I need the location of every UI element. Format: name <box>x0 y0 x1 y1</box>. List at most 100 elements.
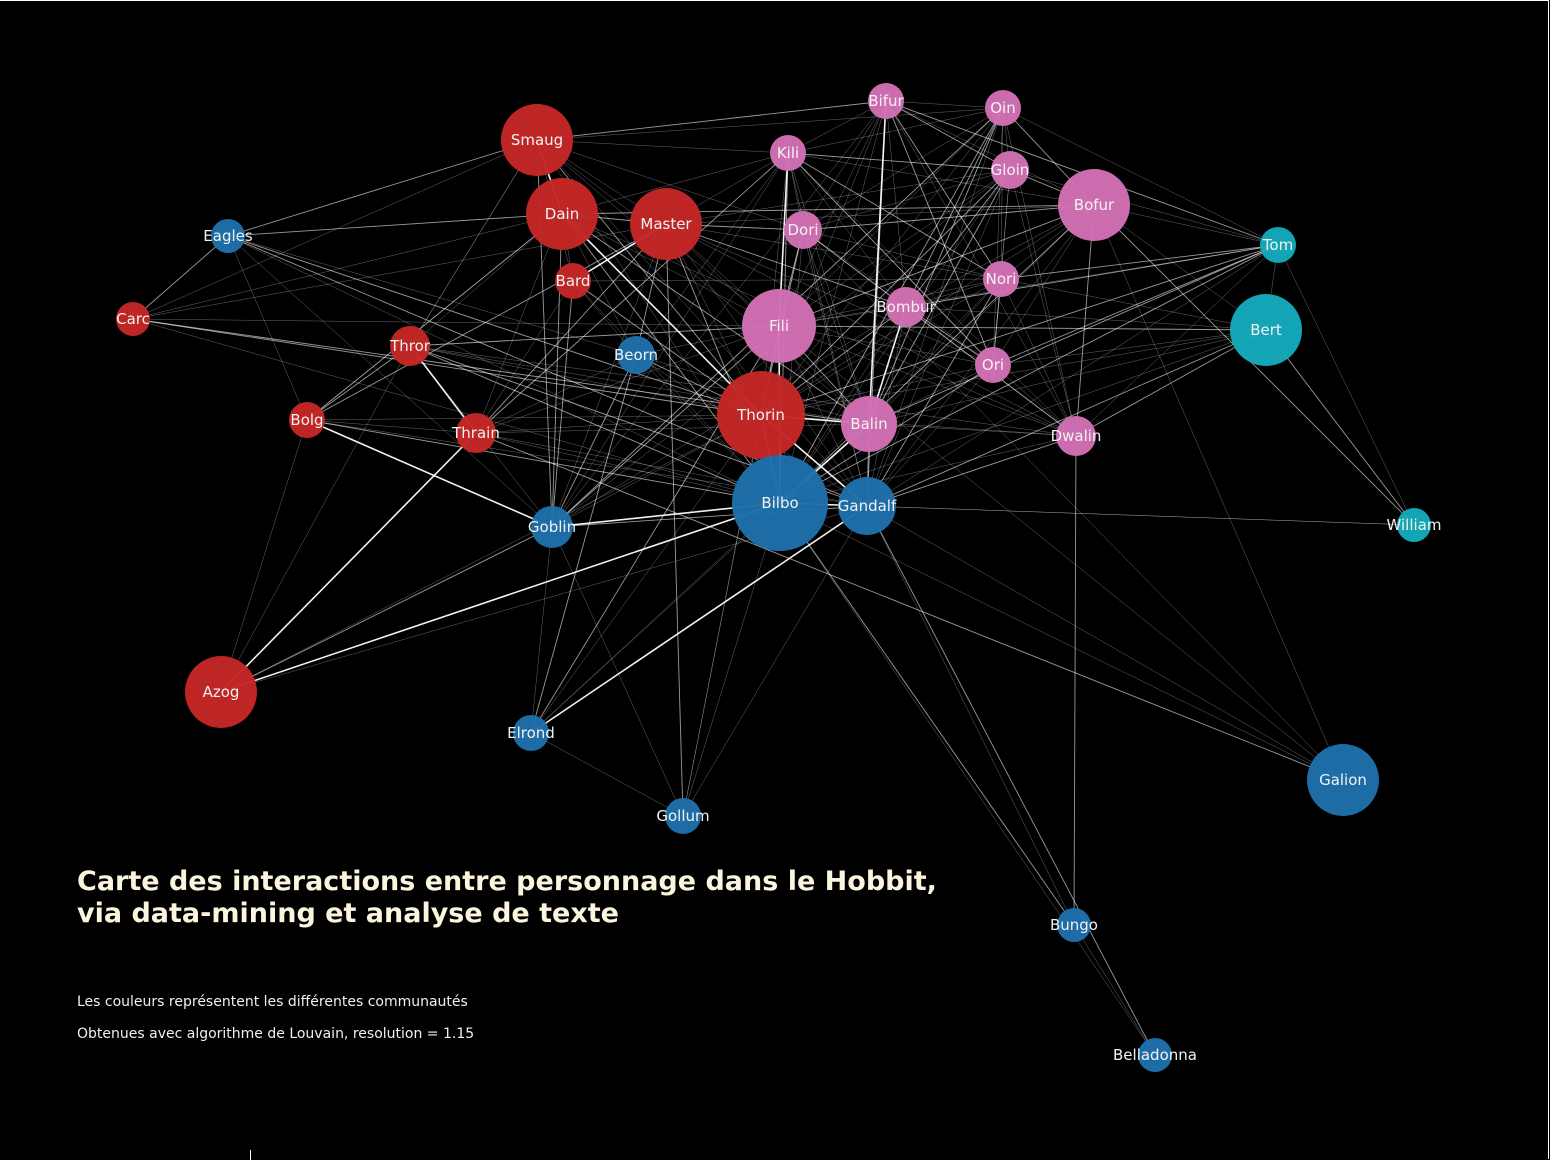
edge-gandalf-galion <box>866 505 1344 781</box>
edge-thrain-balin <box>475 423 870 434</box>
edge-bilbo-bofur <box>779 204 1095 504</box>
node-label: Smaug <box>511 131 563 149</box>
edge-bifur-dori <box>802 100 887 231</box>
node-circle <box>784 211 822 249</box>
edge-dwalin-bert <box>1075 329 1267 437</box>
node-bert: Bert <box>1230 294 1302 366</box>
node-gloin: Gloin <box>991 151 1029 189</box>
node-circle <box>742 289 816 363</box>
edge-bifur-kili <box>787 100 887 154</box>
node-galion: Galion <box>1307 744 1379 816</box>
edge-thorin-bofur <box>760 204 1095 416</box>
edge-bilbo-tom <box>779 244 1279 504</box>
node-nori: Nori <box>983 261 1019 297</box>
node-circle <box>985 90 1021 126</box>
edge-master-gandalf <box>665 223 868 507</box>
edge-bolg-goblin <box>306 419 553 528</box>
edge-smaug-oin <box>536 107 1004 141</box>
edge-goblin-gollum <box>551 526 684 817</box>
edge-galion-fili <box>778 325 1344 781</box>
edge-goblin-bifur <box>551 100 887 528</box>
node-label: Goblin <box>528 518 576 536</box>
edge-gollum-master <box>665 223 684 817</box>
node-circle <box>732 455 828 551</box>
edge-kili-balin <box>787 152 870 425</box>
node-label: Azog <box>203 683 240 701</box>
edge-eagles-beorn <box>227 235 637 356</box>
edge-gandalf-elrond <box>530 505 868 734</box>
edge-bard-thrain <box>475 280 574 434</box>
node-circle <box>717 371 805 459</box>
edge-gandalf-tom <box>866 244 1279 507</box>
edge-nori-bert <box>1000 278 1267 331</box>
node-balin: Balin <box>841 396 897 452</box>
edge-smaug-dori <box>536 139 804 231</box>
node-ori: Ori <box>975 347 1011 383</box>
edge-oin-dori <box>802 107 1004 231</box>
edge-bungo-belladonna <box>1073 924 1156 1056</box>
node-william: William <box>1387 508 1441 542</box>
node-circle <box>617 336 655 374</box>
node-circle <box>1138 1038 1172 1072</box>
node-bard: Bard <box>555 263 591 299</box>
node-circle <box>630 188 702 260</box>
edge-kili-dwalin <box>787 152 1077 437</box>
edge-oin-bombur <box>905 107 1004 308</box>
edge-thorin-elrond <box>530 414 762 734</box>
node-label: Bert <box>1250 321 1282 339</box>
node-label: Oin <box>990 99 1015 117</box>
edge-bilbo-galion <box>779 502 1344 781</box>
edge-eagles-dain <box>227 213 563 237</box>
edge-balin-tom <box>868 244 1279 425</box>
node-circle <box>501 104 573 176</box>
edge-bilbo-nori <box>779 278 1002 504</box>
edge-bifur-oin <box>885 100 1004 109</box>
node-label: Elrond <box>507 724 555 742</box>
node-circle <box>185 656 257 728</box>
node-label: Beorn <box>614 346 658 364</box>
node-dwalin: Dwalin <box>1051 416 1101 456</box>
node-circle <box>665 798 701 834</box>
edge-gandalf-bert <box>866 329 1267 507</box>
node-circle <box>526 178 598 250</box>
node-label: Thrain <box>451 424 500 442</box>
node-label: Bard <box>556 272 591 290</box>
edge-master-bombur <box>665 223 907 308</box>
edge-master-gloin <box>665 169 1011 225</box>
node-label: Thror <box>389 337 431 355</box>
node-label: Tom <box>1262 236 1293 254</box>
node-circle <box>289 402 325 438</box>
node-gollum: Gollum <box>656 798 710 834</box>
edge-thorin-oin <box>760 107 1004 416</box>
edge-thorin-tom <box>760 244 1279 416</box>
node-azog: Azog <box>185 656 257 728</box>
node-bilbo: Bilbo <box>732 455 828 551</box>
edge-carc-thorin <box>132 318 762 416</box>
node-circle <box>1056 416 1096 456</box>
edge-gandalf-dori <box>802 229 868 507</box>
edge-bifur-bofur <box>885 100 1095 206</box>
node-label: Bombur <box>876 298 936 316</box>
edge-bilbo-bert <box>779 329 1267 504</box>
node-beorn: Beorn <box>614 336 658 374</box>
node-circle <box>838 477 896 535</box>
edge-beorn-goblin <box>551 354 637 528</box>
edge-thror-fili <box>409 325 780 347</box>
node-circle <box>211 219 245 253</box>
node-layer: SmaugDainMasterBardCarcThrorBolgThrainTh… <box>116 83 1441 1072</box>
edge-carc-eagles <box>132 235 229 320</box>
edge-bilbo-bungo <box>779 502 1075 926</box>
edge-bolg-bilbo <box>306 419 781 504</box>
edge-balin-bert <box>868 329 1267 425</box>
edge-goblin-elrond <box>530 526 553 734</box>
node-circle <box>1260 227 1296 263</box>
node-circle <box>116 302 150 336</box>
edge-bifur-gloin <box>885 100 1011 171</box>
edge-dain-thrain <box>475 213 563 434</box>
edge-bofur-balin <box>868 204 1095 425</box>
edge-ori-bert <box>992 329 1267 366</box>
edge-thorin-azog <box>220 414 762 693</box>
edge-thrain-thorin <box>475 414 762 434</box>
edge-gloin-bombur <box>905 169 1011 308</box>
